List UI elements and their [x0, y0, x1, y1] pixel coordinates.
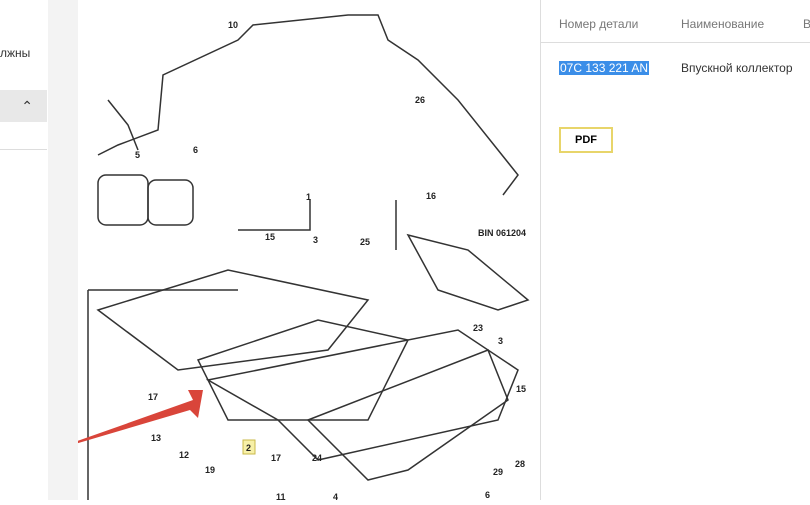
callout: 17 — [271, 453, 281, 463]
left-panel: лжны ⌃ — [0, 0, 48, 500]
callout: 3 — [313, 235, 318, 245]
callout: 19 — [205, 465, 215, 475]
left-panel-text: лжны — [0, 46, 31, 60]
header-extra: В — [803, 17, 810, 31]
callout: 25 — [360, 237, 370, 247]
parts-table-panel: Номер детали Наименование В 07C 133 221 … — [540, 0, 810, 500]
callout: 2 — [246, 443, 251, 453]
callout: 6 — [193, 145, 198, 155]
header-divider — [541, 42, 810, 43]
header-name: Наименование — [681, 17, 765, 31]
callouts: 10 26 5 6 1 16 15 3 25 BIN 061204 23 3 1… — [135, 20, 526, 502]
callout: 28 — [515, 459, 525, 469]
collapse-button[interactable]: ⌃ — [0, 90, 47, 122]
callout: 23 — [473, 323, 483, 333]
callout: BIN 061204 — [478, 228, 526, 238]
gutter — [48, 0, 78, 500]
divider — [0, 149, 47, 150]
callout: 15 — [265, 232, 275, 242]
callout: 13 — [151, 433, 161, 443]
part-name-cell: Впускной коллектор — [681, 61, 793, 75]
red-arrow — [38, 390, 203, 455]
callout: 10 — [228, 20, 238, 30]
callout: 16 — [426, 191, 436, 201]
chevron-up-icon: ⌃ — [21, 97, 33, 114]
callout: 17 — [148, 392, 158, 402]
callout: 15 — [516, 384, 526, 394]
part-number-cell[interactable]: 07C 133 221 AN — [559, 61, 650, 75]
callout: 26 — [415, 95, 425, 105]
callout: 6 — [485, 490, 490, 500]
callout: 24 — [312, 453, 322, 463]
callout: 11 — [276, 492, 286, 500]
header-part-number: Номер детали — [559, 17, 639, 31]
callout: 5 — [135, 150, 140, 160]
callout: 1 — [306, 192, 311, 202]
callout: 4 — [333, 492, 338, 500]
parts-diagram[interactable]: 10 26 5 6 1 16 15 3 25 BIN 061204 23 3 1… — [38, 0, 538, 502]
callout: 3 — [498, 336, 503, 346]
pdf-button[interactable]: PDF — [559, 127, 613, 153]
callout: 29 — [493, 467, 503, 477]
callout: 12 — [179, 450, 189, 460]
